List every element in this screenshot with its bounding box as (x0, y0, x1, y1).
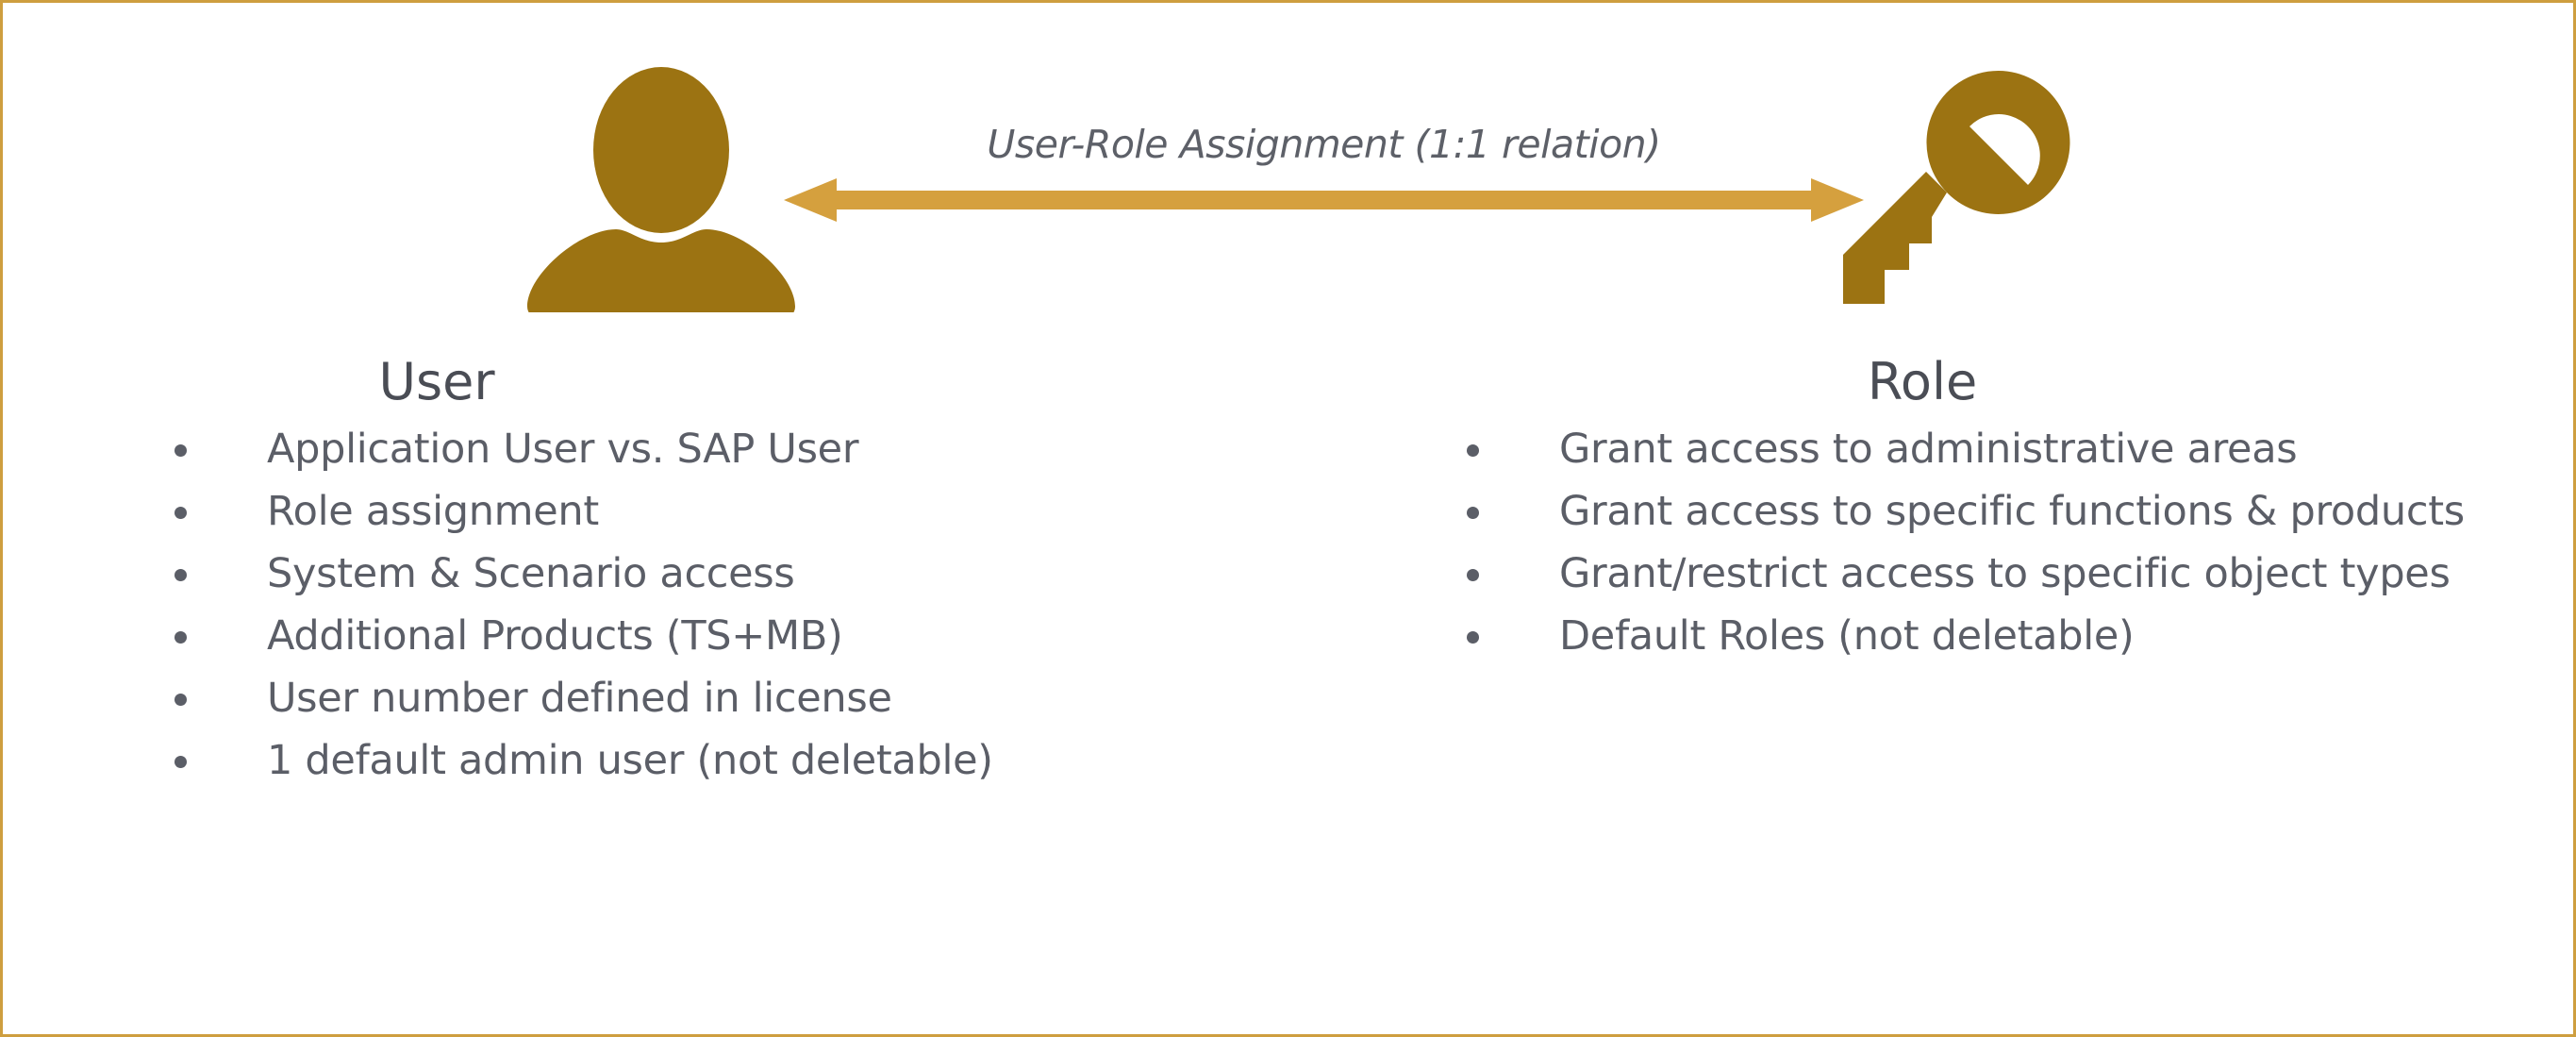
bullet-dot-icon (1467, 444, 1479, 457)
bullet-dot-icon (1467, 631, 1479, 644)
bullet-dot-icon (175, 444, 187, 457)
list-item: System & Scenario access (116, 543, 1229, 605)
bullet-dot-icon (175, 694, 187, 706)
relation-arrow (784, 178, 1864, 222)
bullet-dot-icon (175, 631, 187, 644)
list-item: Application User vs. SAP User (116, 418, 1229, 480)
list-item: Role assignment (116, 480, 1229, 543)
column-role: Role Grant access to administrative area… (1408, 352, 2521, 667)
list-item: Grant access to specific functions & pro… (1408, 480, 2521, 543)
list-item: Additional Products (TS+MB) (116, 605, 1229, 667)
list-item-label: Grant access to specific functions & pro… (1559, 488, 2465, 535)
list-item-label: Grant/restrict access to specific object… (1559, 550, 2451, 597)
bullet-list-role: Grant access to administrative areas Gra… (1408, 418, 2521, 667)
bullet-dot-icon (1467, 569, 1479, 581)
list-item: Default Roles (not deletable) (1408, 605, 2521, 667)
relation-label: User-Role Assignment (1:1 relation) (987, 122, 1661, 167)
list-item: Grant/restrict access to specific object… (1408, 543, 2521, 605)
column-title-role: Role (1867, 352, 1978, 411)
list-item-label: Role assignment (267, 488, 599, 535)
person-icon (524, 67, 798, 318)
list-item-label: System & Scenario access (267, 550, 795, 597)
key-icon (1823, 59, 2078, 314)
bullet-dot-icon (175, 756, 187, 768)
list-item-label: User number defined in license (267, 675, 892, 722)
list-item: 1 default admin user (not deletable) (116, 729, 1229, 792)
list-item-label: Application User vs. SAP User (267, 426, 859, 473)
list-item-label: Default Roles (not deletable) (1559, 612, 2135, 660)
list-item-label: Additional Products (TS+MB) (267, 612, 843, 660)
list-item-label: 1 default admin user (not deletable) (267, 737, 993, 784)
list-item: User number defined in license (116, 667, 1229, 729)
column-user: User Application User vs. SAP User Role … (116, 352, 1229, 792)
list-item-label: Grant access to administrative areas (1559, 426, 2298, 473)
column-title-user: User (378, 352, 495, 411)
list-item: Grant access to administrative areas (1408, 418, 2521, 480)
bullet-dot-icon (1467, 507, 1479, 519)
bullet-list-user: Application User vs. SAP User Role assig… (116, 418, 1229, 792)
bullet-dot-icon (175, 507, 187, 519)
bullet-dot-icon (175, 569, 187, 581)
